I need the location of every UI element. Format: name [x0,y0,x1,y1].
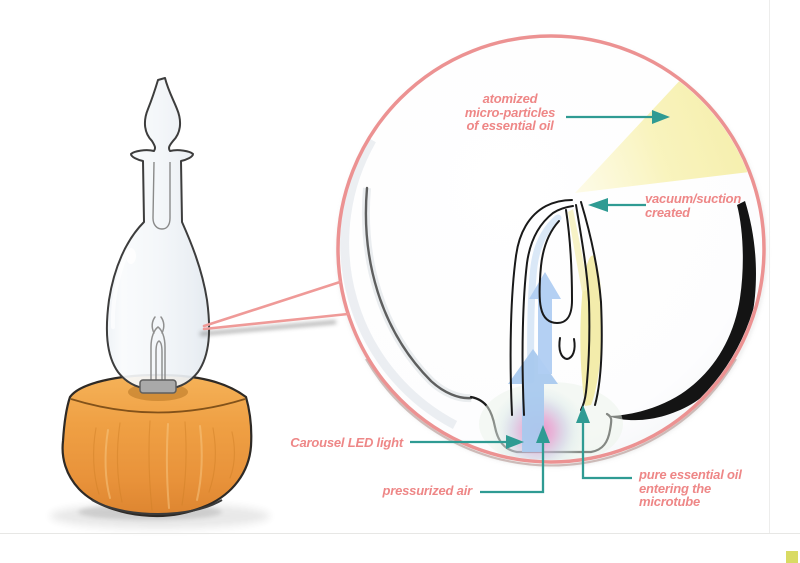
air-flow-arrow-upper [529,272,561,374]
card-edge-vertical [769,0,770,533]
wedge-shadow [199,320,337,336]
air-flow-arrow-lower [508,349,558,452]
wedge-line-lower [202,312,350,331]
card-edge-horizontal [0,533,800,534]
label-vacuum-suction: vacuum/suction created [645,192,741,219]
label-line: created [645,204,690,220]
label-pressurized-air: pressurized air [332,483,473,498]
label-line: atomized [482,91,538,106]
label-line: entering the [639,480,711,496]
wood-grain [93,420,236,511]
glass-bottle [105,77,211,394]
vacuum-arrow [588,198,646,212]
label-line: pressurized air [382,483,473,498]
label-line: of essential oil [466,118,554,133]
circle-border-shadow [365,358,737,467]
pressurized-air-arrow [480,425,550,494]
label-line: Carousel LED light [290,435,403,450]
atomized-arrow [566,110,670,124]
nebulizer-tubes [509,199,603,416]
base-bottom-plate [91,499,223,516]
corner-accent [786,551,798,563]
zoom-wedge [202,280,350,331]
label-line: micro-particles [464,104,556,120]
magnifier-circle-border [336,34,766,464]
label-pure-essential-oil: pure essential oil entering the microtub… [639,468,742,509]
sphere-left-sheen [340,137,458,429]
carousel-led-arrow [410,435,524,449]
wood-base [61,373,253,518]
mini-nebulizer-tube [150,316,166,381]
bottle-highlight-spot [126,248,136,264]
diffuser-device [50,77,270,529]
oil-column-top [568,209,588,292]
base-rim-line [70,398,246,414]
label-line: pure essential oil [639,467,742,482]
pure-oil-arrow [576,405,632,480]
air-channel-tint [527,214,562,384]
left-wall-line [364,186,473,400]
label-line: microtube [639,494,701,509]
right-wall-crescent [608,201,756,421]
label-carousel-led-light: Carousel LED light [263,436,403,450]
bottle-body-highlight [110,250,129,329]
bottle-cap-collar [139,379,177,394]
bottle-neck-inner-tube [152,161,171,230]
oil-column [580,255,603,406]
wedge-line-upper [202,280,342,328]
wood-grain-highlights [104,423,203,509]
callout-arrows [410,110,670,494]
label-atomized-microparticles: atomized micro-particles of essential oi… [440,92,580,133]
magnified-view [199,34,767,467]
label-line: vacuum/suction [645,191,742,206]
